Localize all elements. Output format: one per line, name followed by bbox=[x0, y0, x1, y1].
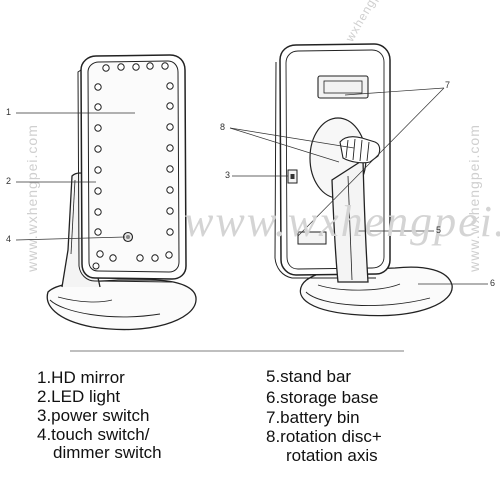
legend-right-5: 5.stand bar bbox=[266, 367, 352, 386]
legend-left-1: 1.HD mirror bbox=[37, 368, 125, 387]
hd-mirror bbox=[87, 60, 180, 273]
callout-7: 7 bbox=[445, 80, 451, 90]
legend-right-6: 6.storage base bbox=[266, 388, 379, 407]
back-view bbox=[274, 43, 453, 317]
callout-2: 2 bbox=[6, 176, 12, 186]
battery-bin bbox=[317, 75, 369, 99]
front-view bbox=[46, 54, 197, 331]
back-callout-lines bbox=[229, 87, 488, 285]
callout-1: 1 bbox=[6, 107, 12, 117]
callout-5: 5 bbox=[436, 225, 442, 235]
callout-8: 8 bbox=[220, 122, 226, 132]
callout-4: 4 bbox=[6, 234, 12, 244]
legend-right-8: 8.rotation disc+ bbox=[266, 427, 382, 446]
legend-left-3: 3.power switch bbox=[37, 406, 150, 425]
led-lights bbox=[92, 62, 174, 270]
legend-left-2: 2.LED light bbox=[37, 387, 121, 406]
rotation-axis bbox=[339, 136, 381, 164]
callout-3: 3 bbox=[225, 170, 231, 180]
legend-right-8b: rotation axis bbox=[286, 446, 378, 465]
legend-left-4: 4.touch switch/ bbox=[37, 425, 150, 444]
legend-right-7: 7.battery bin bbox=[266, 408, 360, 427]
callout-6: 6 bbox=[490, 278, 496, 288]
front-storage-base bbox=[46, 279, 197, 331]
front-callout-lines bbox=[15, 112, 135, 241]
legend-left-5: dimmer switch bbox=[53, 443, 162, 462]
